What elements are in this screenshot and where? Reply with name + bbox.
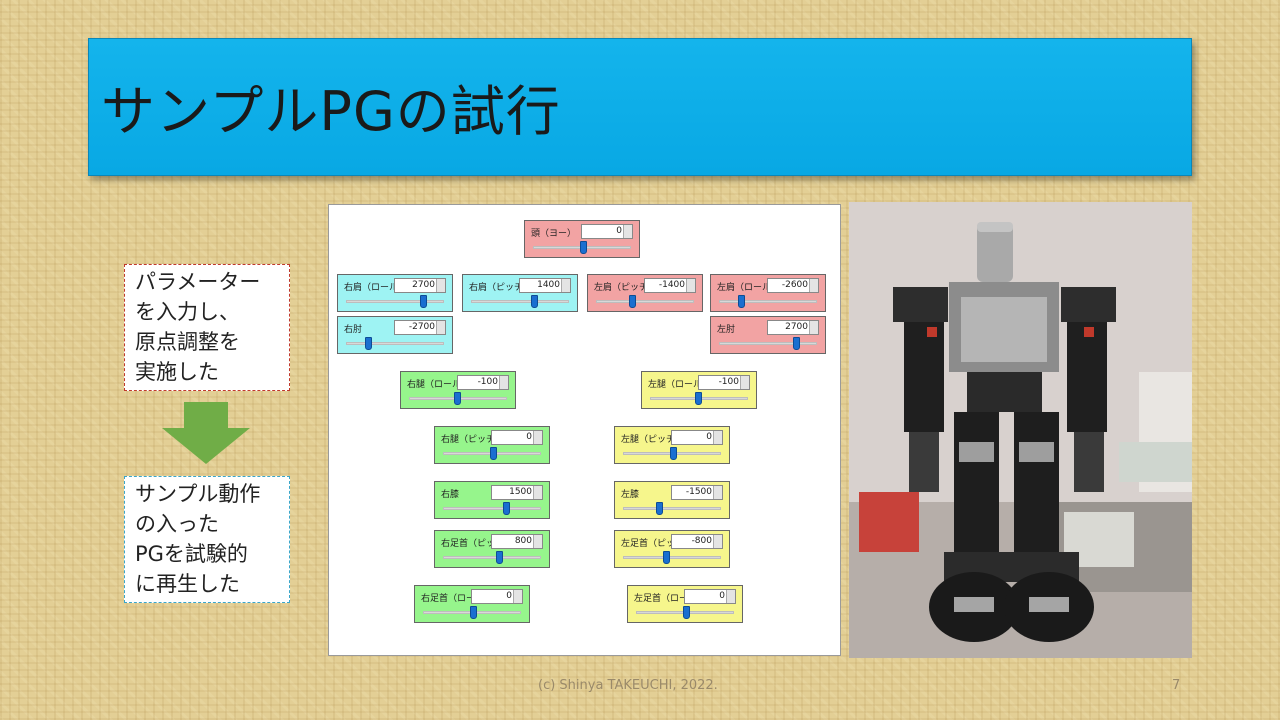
servo-control-left-hip-roll: 左腿（ロール）-100 [641, 371, 757, 409]
servo-control-right-knee: 右膝 1500 [434, 481, 550, 519]
servo-value-spinbox[interactable]: -100 [457, 375, 509, 390]
servo-label: 右足首（ロー/ [421, 594, 479, 604]
servo-slider-thumb[interactable] [670, 447, 677, 460]
servo-control-right-shoulder-roll: 右肩（ロール）2700 [337, 274, 453, 312]
copyright-footer: (c) Shinya TAKEUCHI, 2022. [538, 678, 718, 693]
servo-slider-track[interactable] [346, 342, 444, 345]
servo-label: 右腿（ロール） [407, 380, 471, 390]
servo-label: 左足首（ロー/ [634, 594, 692, 604]
servo-label: 右腿（ピッチ） [441, 435, 505, 445]
servo-value-spinbox[interactable]: 0 [471, 589, 523, 604]
step1-line: 実施した [135, 360, 219, 384]
title-banner: サンプルPGの試行 [88, 38, 1192, 176]
humanoid-robot-image [849, 202, 1192, 658]
servo-value-spinbox[interactable]: 2700 [394, 278, 446, 293]
servo-label: 左膝 [621, 490, 640, 500]
servo-slider-thumb[interactable] [629, 295, 636, 308]
servo-slider-track[interactable] [623, 556, 721, 559]
servo-value-spinbox[interactable]: 0 [581, 224, 633, 239]
step1-line: を入力し、 [135, 300, 240, 324]
servo-label: 左肩（ロール） [717, 283, 781, 293]
servo-control-right-ankle-roll: 右足首（ロー/0 [414, 585, 530, 623]
servo-control-right-hip-roll: 右腿（ロール）-100 [400, 371, 516, 409]
step2-line: に再生した [135, 572, 240, 596]
servo-slider-track[interactable] [596, 300, 694, 303]
servo-slider-thumb[interactable] [503, 502, 510, 515]
servo-label: 左肘 [717, 325, 736, 335]
servo-control-left-elbow: 左肘 2700 [710, 316, 826, 354]
servo-label: 頭（ヨー） [531, 229, 577, 239]
page-number: 7 [1172, 678, 1181, 693]
servo-value-spinbox[interactable]: -2700 [394, 320, 446, 335]
servo-slider-track[interactable] [719, 300, 817, 303]
servo-control-left-knee: 左膝 -1500 [614, 481, 730, 519]
servo-label: 右肩（ロール） [344, 283, 408, 293]
servo-slider-track[interactable] [471, 300, 569, 303]
servo-value-spinbox[interactable]: -1400 [644, 278, 696, 293]
servo-value-spinbox[interactable]: -100 [698, 375, 750, 390]
servo-value-spinbox[interactable]: 0 [671, 430, 723, 445]
robot-photo [849, 202, 1192, 658]
servo-label: 左肩（ピッチ） [594, 283, 658, 293]
servo-label: 左腿（ピッチ） [621, 435, 685, 445]
servo-slider-thumb[interactable] [531, 295, 538, 308]
servo-slider-track[interactable] [443, 507, 541, 510]
servo-value-spinbox[interactable]: -2600 [767, 278, 819, 293]
slide-title: サンプルPGの試行 [101, 80, 561, 143]
servo-label: 右足首（ピッチ [441, 539, 505, 549]
servo-value-spinbox[interactable]: 1500 [491, 485, 543, 500]
servo-slider-thumb[interactable] [683, 606, 690, 619]
servo-slider-thumb[interactable] [490, 447, 497, 460]
servo-label: 右肘 [344, 325, 363, 335]
servo-value-spinbox[interactable]: 1400 [519, 278, 571, 293]
servo-value-spinbox[interactable]: 0 [684, 589, 736, 604]
servo-slider-track[interactable] [346, 300, 444, 303]
step1-line: 原点調整を [135, 330, 240, 354]
servo-slider-thumb[interactable] [470, 606, 477, 619]
servo-control-head-yaw: 頭（ヨー） 0 [524, 220, 640, 258]
step1-line: パラメーター [135, 270, 261, 294]
servo-slider-thumb[interactable] [793, 337, 800, 350]
servo-slider-thumb[interactable] [365, 337, 372, 350]
servo-label: 右肩（ピッチ） [469, 283, 533, 293]
servo-slider-thumb[interactable] [420, 295, 427, 308]
servo-label: 右膝 [441, 490, 460, 500]
servo-value-spinbox[interactable]: -800 [671, 534, 723, 549]
servo-control-right-shoulder-pitch: 右肩（ピッチ）1400 [462, 274, 578, 312]
servo-value-spinbox[interactable]: -1500 [671, 485, 723, 500]
servo-slider-thumb[interactable] [738, 295, 745, 308]
servo-slider-track[interactable] [443, 556, 541, 559]
servo-slider-thumb[interactable] [695, 392, 702, 405]
servo-slider-thumb[interactable] [656, 502, 663, 515]
servo-slider-track[interactable] [623, 507, 721, 510]
servo-slider-thumb[interactable] [454, 392, 461, 405]
servo-control-left-ankle-roll: 左足首（ロー/0 [627, 585, 743, 623]
step2-line: サンプル動作 [135, 482, 261, 506]
servo-slider-track[interactable] [719, 342, 817, 345]
servo-control-left-shoulder-pitch: 左肩（ピッチ）-1400 [587, 274, 703, 312]
servo-slider-thumb[interactable] [580, 241, 587, 254]
servo-label: 左腿（ロール） [648, 380, 712, 390]
step2-line: の入った [135, 512, 219, 536]
servo-value-spinbox[interactable]: 2700 [767, 320, 819, 335]
servo-control-right-hip-pitch: 右腿（ピッチ）0 [434, 426, 550, 464]
step2-note: サンプル動作 の入った PGを試験的 に再生した [124, 476, 290, 603]
down-arrow-icon [162, 402, 250, 464]
servo-value-spinbox[interactable]: 0 [491, 430, 543, 445]
servo-control-left-shoulder-roll: 左肩（ロール）-2600 [710, 274, 826, 312]
servo-control-left-hip-pitch: 左腿（ピッチ）0 [614, 426, 730, 464]
servo-slider-thumb[interactable] [496, 551, 503, 564]
step2-line: PGを試験的 [135, 542, 248, 566]
servo-label: 左足首（ピッチ [621, 539, 685, 549]
servo-control-left-ankle-pitch: 左足首（ピッチ-800 [614, 530, 730, 568]
step1-note: パラメーター を入力し、 原点調整を 実施した [124, 264, 290, 391]
servo-control-right-elbow: 右肘 -2700 [337, 316, 453, 354]
servo-value-spinbox[interactable]: 800 [491, 534, 543, 549]
servo-slider-thumb[interactable] [663, 551, 670, 564]
